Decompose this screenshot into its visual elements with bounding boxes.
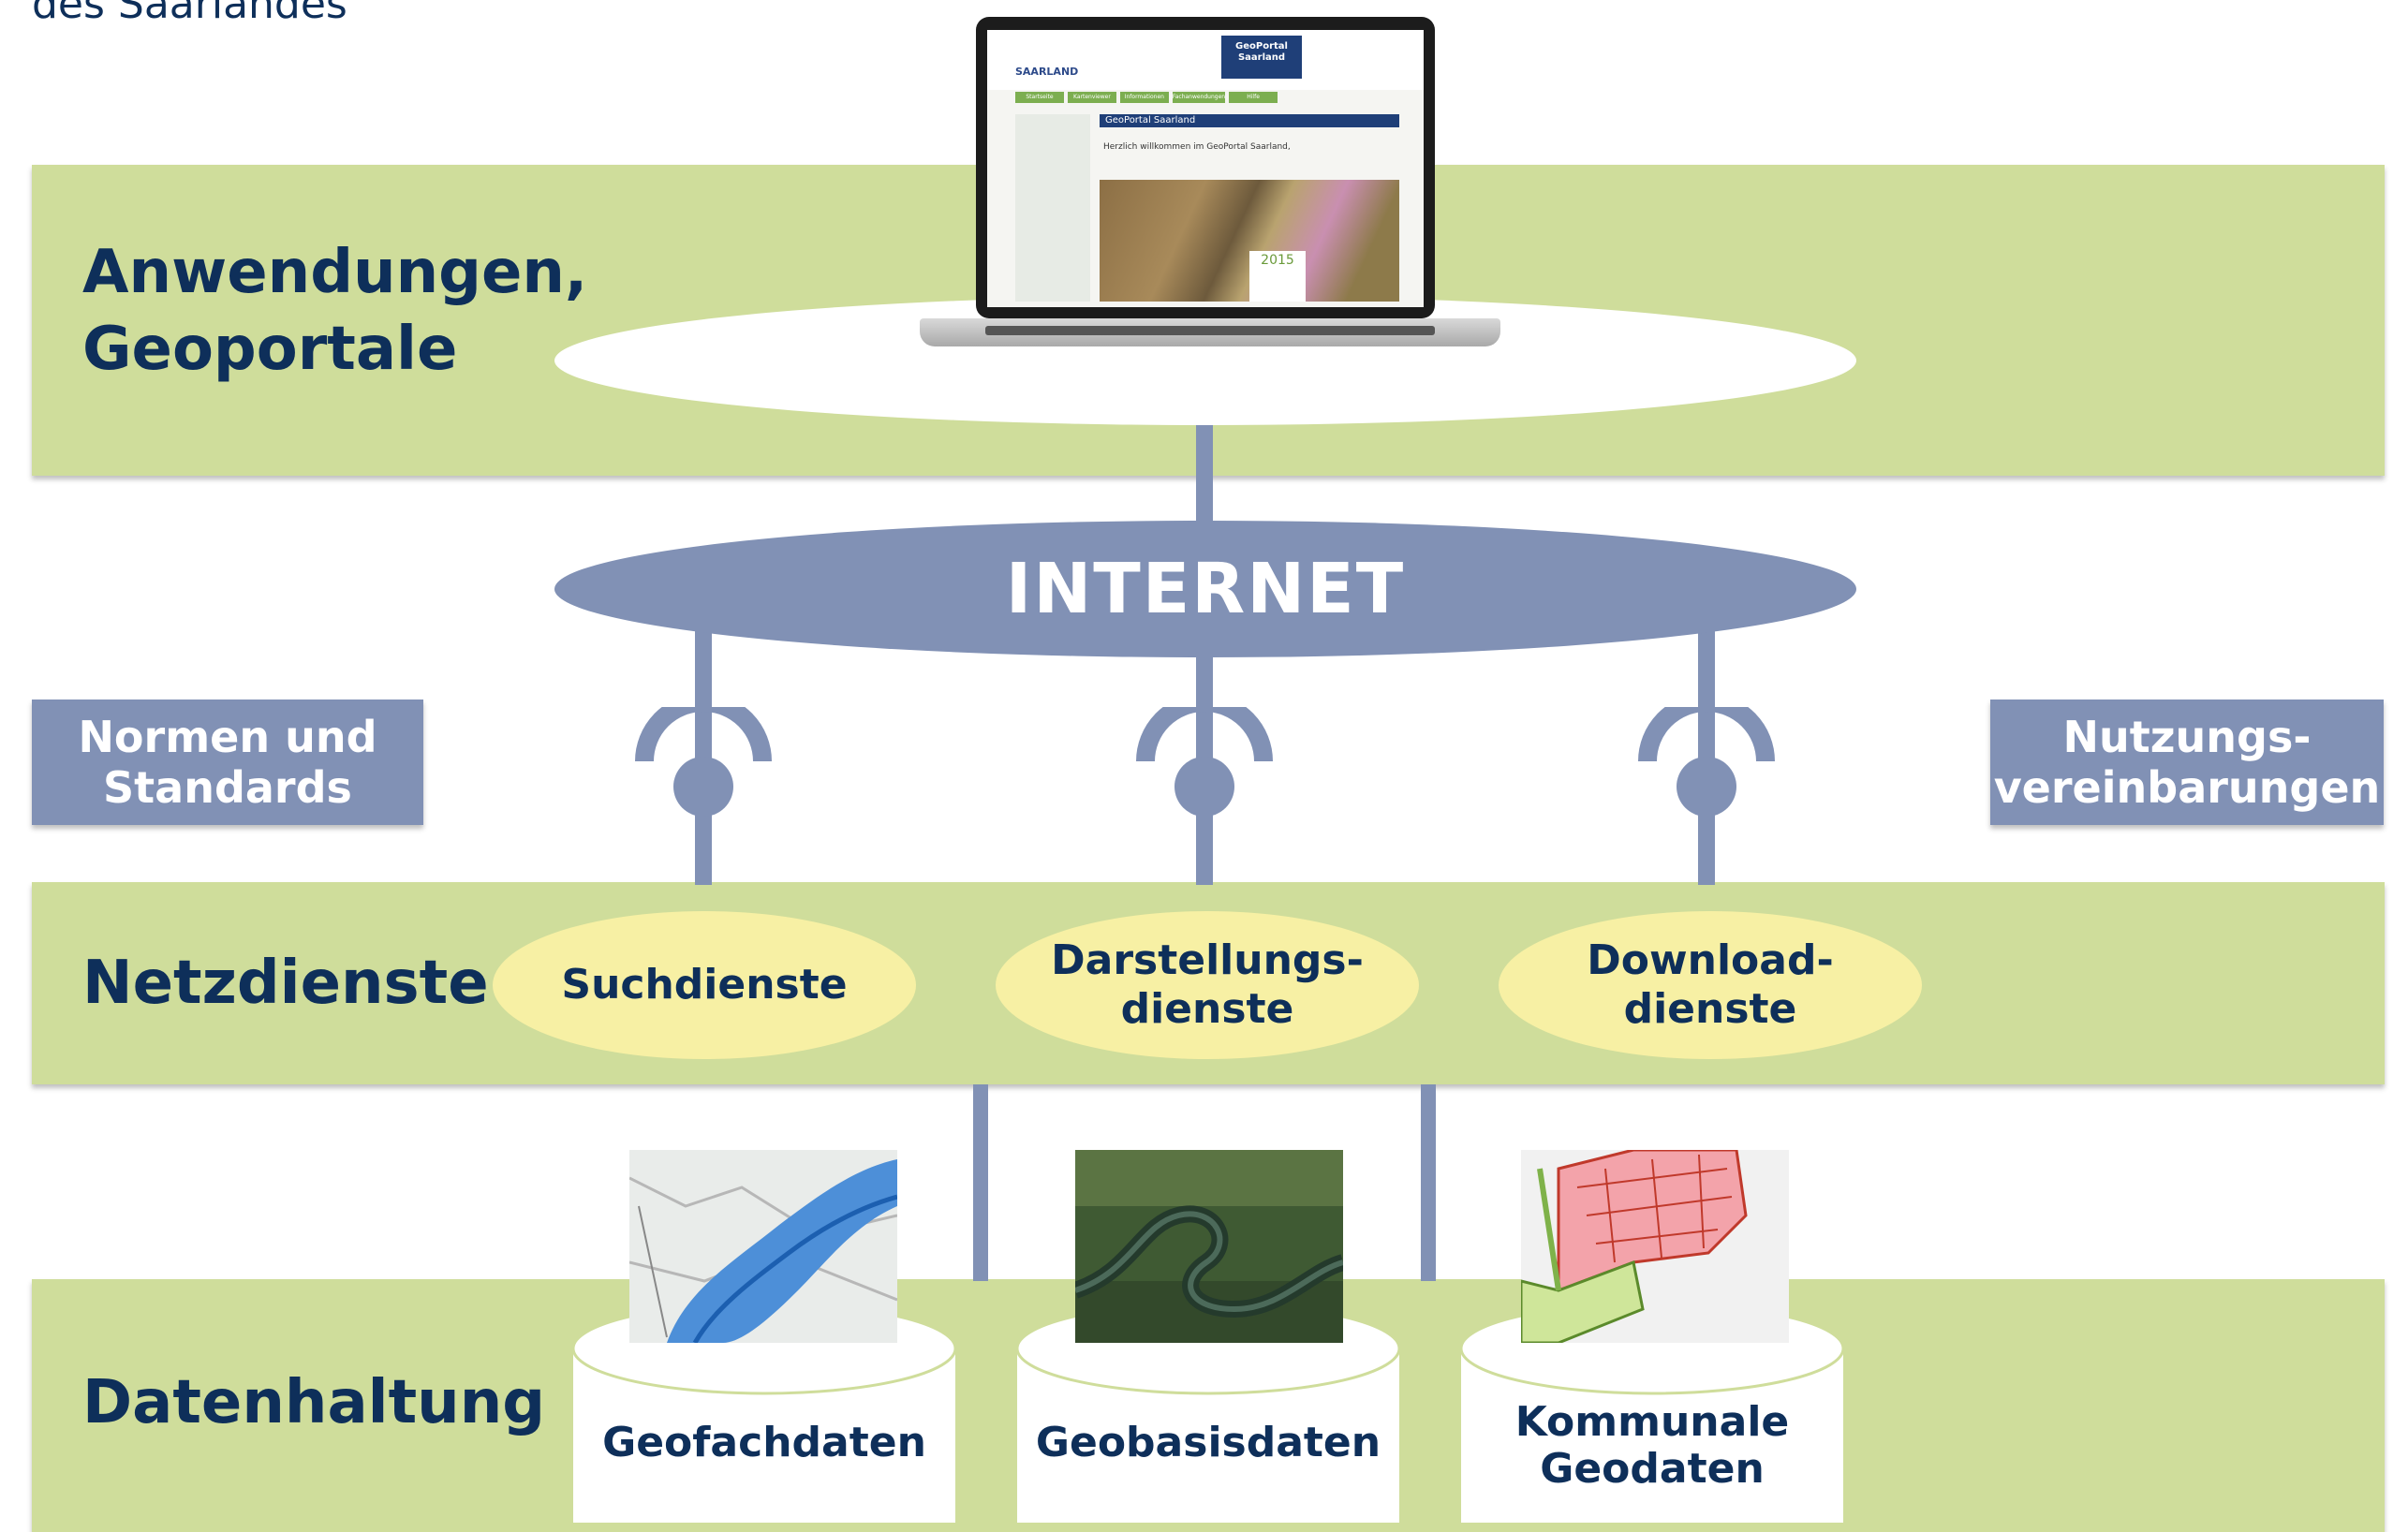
geoportal-welcome: Herzlich willkommen im GeoPortal Saarlan… xyxy=(1103,142,1291,152)
internet-ellipse: INTERNET xyxy=(554,521,1856,657)
geoportal-nav-item: Informationen xyxy=(1119,92,1169,103)
geoportal-nav-item: Hilfe xyxy=(1229,92,1278,103)
connector-services-data-left xyxy=(973,1084,988,1281)
connector-download xyxy=(1698,618,1715,885)
socket-icon-view xyxy=(1136,707,1273,817)
geoportal-brand: SAARLAND xyxy=(1015,66,1079,78)
layer-label-network: Netzdienste xyxy=(82,949,489,1018)
dataset-label-municipal: Kommunale Geodaten xyxy=(1514,1398,1790,1493)
layer-label-storage: Datenhaltung xyxy=(82,1368,546,1437)
socket-icon-search xyxy=(635,707,772,817)
geoportal-screenshot: SAARLAND GeoPortal Saarland Startseite K… xyxy=(987,30,1424,307)
layer-label-applications: Anwendungen, Geoportale xyxy=(82,238,588,384)
usage-agreements-box: Nutzungs- vereinbarungen xyxy=(1990,700,2384,825)
service-view: Darstellungs- dienste xyxy=(996,911,1419,1059)
geoportal-badge: 2015 xyxy=(1249,251,1306,302)
geoportal-nav-item: Kartenviewer xyxy=(1067,92,1116,103)
thematic-map-thumbnail xyxy=(629,1150,897,1343)
dataset-label-thematic: Geofachdaten xyxy=(602,1419,926,1466)
service-search: Suchdienste xyxy=(493,911,916,1059)
caption-text: des Saarlandes xyxy=(32,0,347,28)
geoportal-nav: Startseite Kartenviewer Informationen Fa… xyxy=(1015,92,1278,103)
geoportal-header xyxy=(987,30,1424,90)
norms-standards-box: Normen und Standards xyxy=(32,700,423,825)
aerial-photo-thumbnail xyxy=(1075,1150,1343,1343)
laptop-keyboard xyxy=(985,326,1435,335)
connector-view xyxy=(1196,618,1213,885)
laptop-illustration: SAARLAND GeoPortal Saarland Startseite K… xyxy=(920,17,1500,391)
socket-icon-download xyxy=(1638,707,1775,817)
service-download: Download- dienste xyxy=(1499,911,1922,1059)
connector-services-data-right xyxy=(1421,1084,1436,1281)
geoportal-nav-item: Fachanwendungen xyxy=(1172,92,1226,103)
municipal-plan-thumbnail xyxy=(1521,1150,1789,1343)
geoportal-sidebar xyxy=(1015,114,1090,302)
geoportal-logo: GeoPortal Saarland xyxy=(1221,36,1302,79)
internet-label: INTERNET xyxy=(1005,549,1406,629)
connector-search xyxy=(695,618,712,885)
connector-app-internet xyxy=(1196,421,1213,524)
dataset-label-base: Geobasisdaten xyxy=(1035,1419,1381,1466)
geoportal-nav-item: Startseite xyxy=(1015,92,1064,103)
geoportal-title: GeoPortal Saarland xyxy=(1100,114,1399,127)
